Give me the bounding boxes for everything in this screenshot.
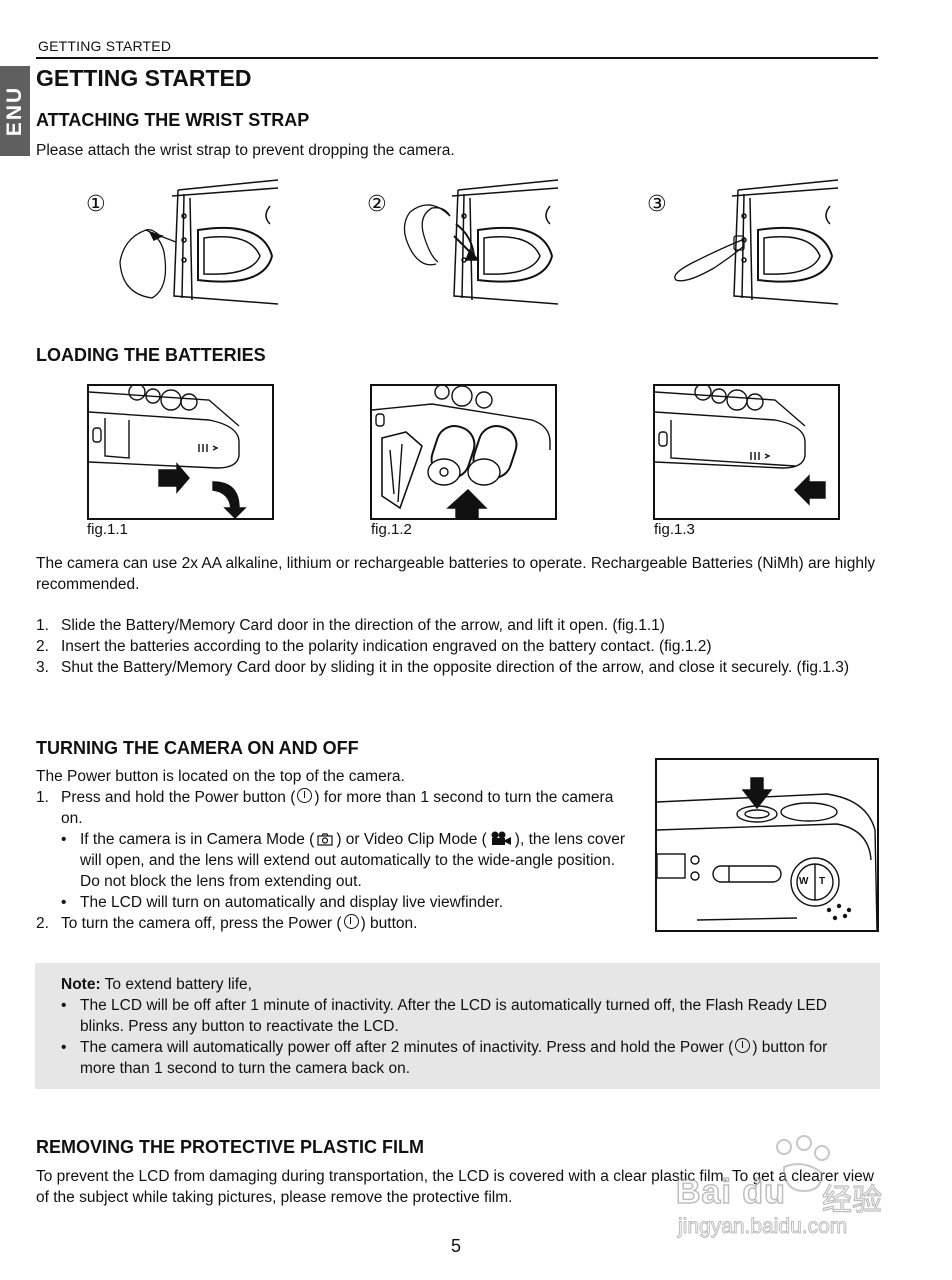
power-heading: TURNING THE CAMERA ON AND OFF	[36, 738, 359, 758]
running-header: GETTING STARTED	[38, 38, 172, 54]
header-rule	[36, 57, 878, 59]
step-text: ) for more than 1 second to turn the cam…	[61, 789, 614, 827]
bullet-text: ), the lens cover will open, and the len…	[80, 831, 626, 890]
fig-1-3-label: fig.1.3	[654, 521, 695, 538]
fig-1-2-illustration	[370, 384, 557, 520]
watermark-url: jingyan.baidu.com	[677, 1215, 848, 1239]
strap-step-2-illustration	[392, 176, 558, 310]
wrist-strap-intro: Please attach the wrist strap to prevent…	[36, 142, 455, 159]
note-bullet-text: The LCD will be off after 1 minute of in…	[80, 997, 827, 1035]
camera-mode-icon	[317, 833, 333, 846]
list-item: 1. Slide the Battery/Memory Card door in …	[36, 615, 886, 636]
zoom-w-label: W	[799, 876, 809, 887]
bullet-text: If the camera is in Camera Mode (	[80, 831, 315, 848]
zoom-t-label: T	[819, 876, 826, 887]
step-text: Press and hold the Power button (	[61, 789, 296, 806]
list-item: 1. Press and hold the Power button () fo…	[36, 787, 632, 913]
step-number: 1.	[36, 617, 49, 634]
baidu-jingyan-watermark: Bai du 经验 jingyan.baidu.com	[672, 1135, 902, 1245]
film-heading: REMOVING THE PROTECTIVE PLASTIC FILM	[36, 1137, 425, 1157]
step-text: Insert the batteries according to the po…	[61, 638, 712, 655]
list-item: 3. Shut the Battery/Memory Card door by s…	[36, 657, 886, 678]
fig-1-1-label: fig.1.1	[87, 521, 128, 538]
strap-step-3-number: ③	[647, 192, 667, 217]
strap-step-1-number: ①	[86, 192, 106, 217]
fig-1-3-illustration	[653, 384, 840, 520]
list-item: •If the camera is in Camera Mode () or V…	[61, 831, 626, 890]
strap-step-1-illustration	[112, 176, 278, 310]
strap-step-2-number: ②	[367, 192, 387, 217]
step-number: 2.	[36, 638, 49, 655]
wrist-strap-heading: ATTACHING THE WRIST STRAP	[36, 110, 310, 130]
step-number: 1.	[36, 789, 49, 806]
list-item: 2. To turn the camera off, press the Pow…	[36, 913, 632, 934]
power-button-illustration: W T	[655, 758, 879, 932]
list-item: •The LCD will turn on automatically and …	[61, 894, 504, 911]
step-number: 3.	[36, 659, 49, 676]
batteries-intro: The camera can use 2x AA alkaline, lithi…	[36, 555, 876, 593]
note-bullet-text: The camera will automatically power off …	[80, 1039, 734, 1056]
list-item: •The camera will automatically power off…	[61, 1038, 828, 1077]
page-title: GETTING STARTED	[36, 65, 252, 91]
watermark-cn: 经验	[821, 1182, 882, 1218]
language-tab: ENU	[0, 66, 30, 156]
watermark-brand: Bai du	[675, 1172, 786, 1212]
note-box: Note: To extend battery life, •The LCD w…	[35, 963, 880, 1089]
power-intro: The Power button is located on the top o…	[36, 768, 405, 785]
step-text: Shut the Battery/Memory Card door by sli…	[61, 659, 850, 676]
step-text: Slide the Battery/Memory Card door in th…	[61, 617, 665, 634]
note-bullet-text: ) button for more than 1 second to turn …	[80, 1039, 828, 1077]
power-icon	[297, 788, 313, 803]
power-icon	[343, 914, 359, 929]
bullet-text: ) or Video Clip Mode (	[336, 831, 487, 848]
power-steps-list: 1. Press and hold the Power button () fo…	[36, 787, 632, 934]
note-intro-line: Note: To extend battery life,	[61, 974, 861, 995]
film-text: To prevent the LCD from damaging during …	[36, 1168, 874, 1206]
note-bullets: •The LCD will be off after 1 minute of i…	[61, 995, 861, 1079]
strap-step-3-illustration	[672, 176, 838, 310]
page-number: 5	[450, 1236, 461, 1256]
step-text: ) button.	[360, 915, 418, 932]
note-label: Note:	[61, 976, 101, 993]
video-clip-mode-icon	[490, 831, 512, 846]
bullet-text: The LCD will turn on automatically and d…	[80, 894, 504, 911]
power-icon	[735, 1038, 751, 1053]
fig-1-1-illustration	[87, 384, 274, 520]
power-sub-bullets: •If the camera is in Camera Mode () or V…	[61, 829, 632, 913]
batteries-heading: LOADING THE BATTERIES	[36, 345, 266, 365]
step-text: To turn the camera off, press the Power …	[61, 915, 342, 932]
fig-1-2-label: fig.1.2	[371, 521, 412, 538]
batteries-steps-list: 1. Slide the Battery/Memory Card door in …	[36, 615, 886, 678]
note-intro: To extend battery life,	[104, 976, 252, 993]
step-number: 2.	[36, 915, 49, 932]
language-tab-label: ENU	[3, 85, 26, 137]
list-item: •The LCD will be off after 1 minute of i…	[61, 997, 827, 1035]
list-item: 2. Insert the batteries according to the …	[36, 636, 886, 657]
